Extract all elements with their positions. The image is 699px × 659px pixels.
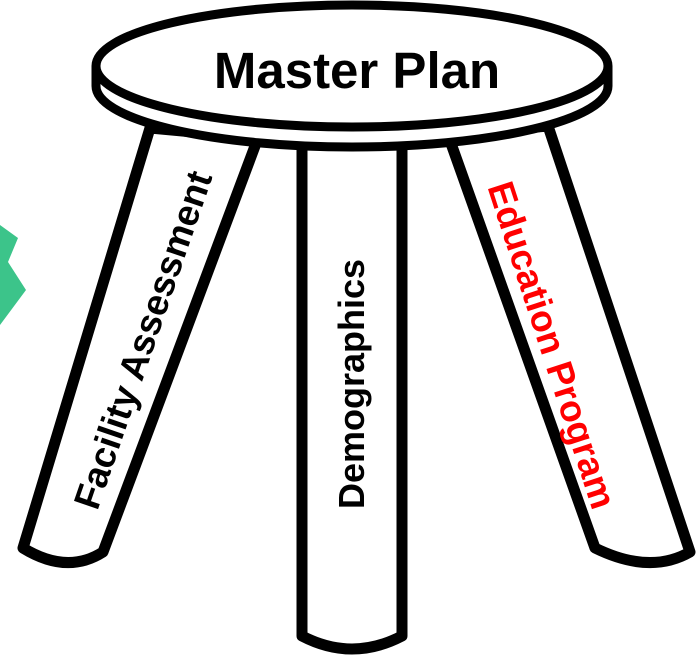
stool-seat [91, 0, 613, 152]
stool-leg-right [442, 120, 696, 569]
seat-label: Master Plan [214, 42, 500, 99]
stool-leg-left [17, 122, 264, 568]
leg-label-center: Demographics [331, 259, 372, 509]
green-star-shape [0, 225, 26, 325]
stool-leg-center [296, 139, 408, 655]
